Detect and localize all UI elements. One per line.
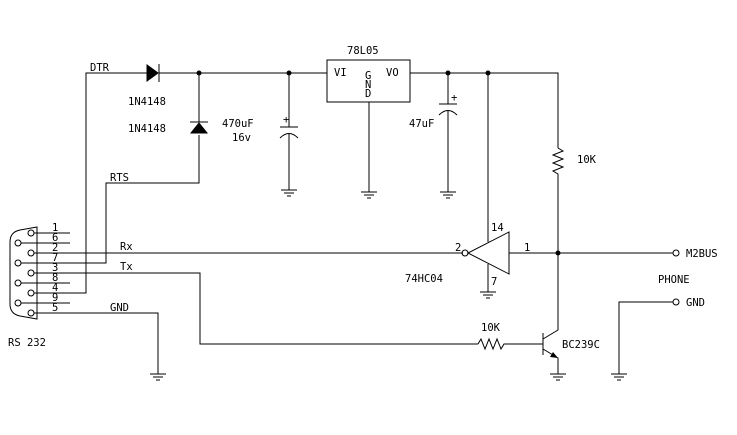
inverter-pin-gnd: 7 [491,276,497,288]
connector-pin-8 [14,279,22,287]
ground-symbol-connector [150,373,166,381]
connector-pin-4 [27,289,35,297]
capacitor-c1-voltage: 16v [232,132,251,144]
pin-number-2: 2 [52,242,58,254]
rts-wire [70,135,200,264]
resistor-base-label: 10K [481,322,501,334]
diode-d1-label: 1N4148 [128,96,166,108]
gnd-wire [70,312,159,374]
connector-pin-2 [27,249,35,257]
regulator-78l05 [326,59,411,199]
resistor-pullup-label: 10K [577,154,597,166]
transistor-bc239c [542,253,566,381]
resistor-pullup [551,147,565,253]
pin-number-7: 7 [52,252,58,264]
dtr-wire [70,72,147,294]
diode-d2-label: 1N4148 [128,123,166,135]
connector-pin-9 [14,299,22,307]
inverter-74hc04 [461,73,673,299]
connector-pin-3 [27,269,35,277]
connector-label: RS 232 [8,337,46,349]
inverter-pin-out: 1 [524,242,530,254]
pin-number-6: 6 [52,232,58,244]
pin-number-8: 8 [52,272,58,284]
pin-number-9: 9 [52,292,58,304]
capacitor-c1-polarity: + [283,114,289,126]
vcc-rail-wire [410,72,559,148]
regulator-vi-pin: VI [334,67,347,79]
connector-pin-1 [27,229,35,237]
pin-number-5: 5 [52,302,58,314]
capacitor-c2-polarity: + [451,92,457,104]
capacitor-c2 [438,73,458,199]
inverter-label: 74HC04 [405,273,443,285]
db9-connector: 1 6 2 7 3 8 4 9 5 RS 232 [8,222,70,349]
pin-number-4: 4 [52,282,58,294]
gnd-signal-label: GND [110,302,129,314]
diode-d2 [189,121,209,134]
regulator-n-pin: N [365,79,371,91]
regulator-g-pin: G [365,70,371,82]
regulator-label: 78L05 [347,45,379,57]
regulator-vo-pin: VO [386,67,399,79]
connector-pin-7 [14,259,22,267]
capacitor-c1-value: 470uF [222,118,254,130]
inverter-pin-vcc: 14 [491,222,504,234]
inverter-pin-in: 2 [455,242,461,254]
diode-d1 [146,64,160,82]
connector-pin-6 [14,239,22,247]
capacitor-c1 [279,73,299,197]
connector-pin-leads [21,232,70,314]
regulator-d-pin: D [365,88,371,100]
phone-label: PHONE [658,274,690,286]
capacitor-c2-value: 47uF [409,118,434,130]
rx-label: Rx [120,241,133,253]
connector-outline [9,226,38,320]
phone-gnd-label: GND [686,297,705,309]
tx-wire [70,272,478,345]
pin-number-3: 3 [52,262,58,274]
resistor-base [477,337,543,351]
m2bus-label: M2BUS [686,248,718,260]
pin-number-1: 1 [52,222,58,234]
m2bus-terminal [672,249,680,257]
connector-pin-5 [27,309,35,317]
phone-gnd-terminal [611,298,680,381]
transistor-label: BC239C [562,339,600,351]
tx-label: Tx [120,261,133,273]
connector-pins [14,229,35,317]
dtr-label: DTR [90,62,110,74]
rts-label: RTS [110,172,129,184]
